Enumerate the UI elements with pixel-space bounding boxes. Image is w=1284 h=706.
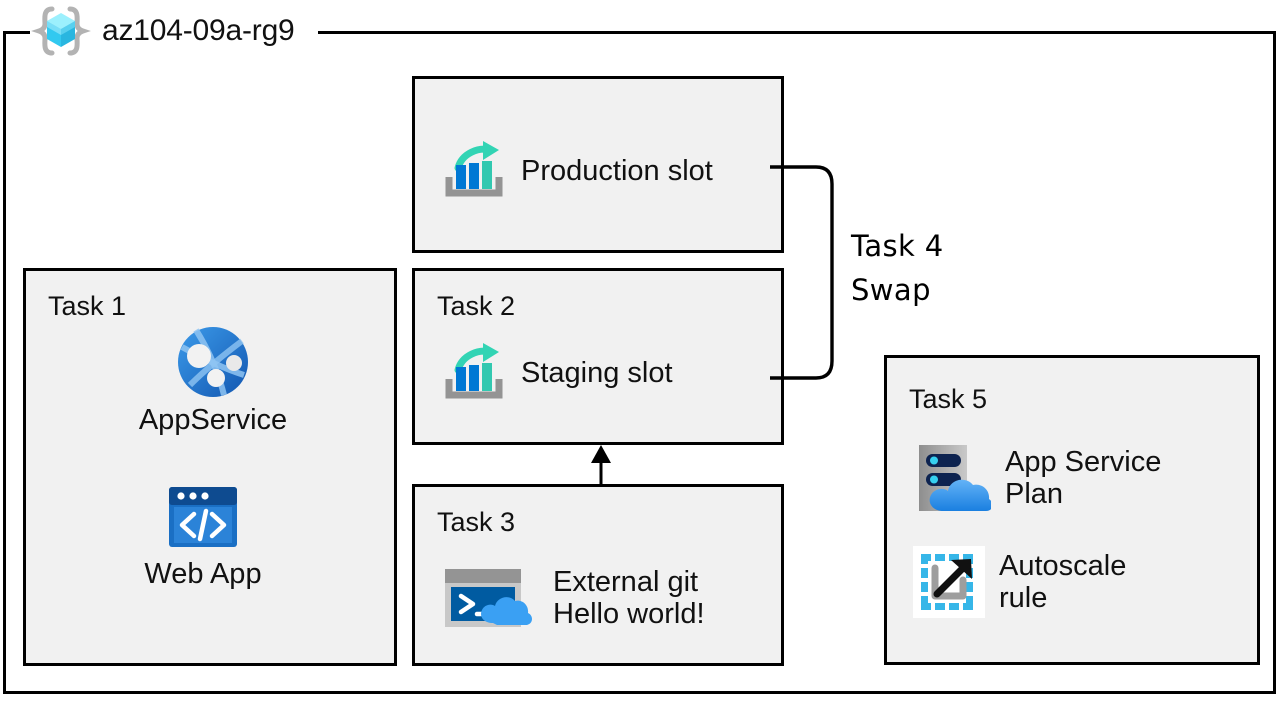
task2-label: Task 2 [437, 291, 516, 321]
task5-box[interactable]: Task 5 [884, 355, 1260, 665]
task1-label: Task 1 [48, 291, 127, 321]
production-slot-item: Production slot [445, 141, 713, 201]
autoscale-rule-item: Autoscale rule [913, 546, 1126, 618]
deployment-slot-icon [445, 343, 507, 403]
app-service-label: AppService [138, 404, 288, 436]
app-service-plan-item: App Service Plan [913, 440, 1161, 516]
task2-box[interactable]: Task 2 Staging slot [412, 268, 784, 445]
autoscale-rule-label: Autoscale rule [999, 549, 1127, 614]
task3-box[interactable]: Task 3 External git Hello world! [412, 484, 784, 666]
task3-label: Task 3 [437, 507, 516, 537]
deployment-slot-icon [445, 141, 507, 201]
web-app-item: Web App [103, 483, 303, 591]
task5-label: Task 5 [909, 384, 988, 414]
production-slot-box[interactable]: Production slot [412, 76, 784, 253]
swap-label: Task 4 Swap [851, 229, 944, 308]
cloud-shell-terminal-icon [441, 563, 539, 633]
external-git-label: External git Hello world! [553, 565, 705, 630]
resource-group-title-gap [30, 22, 318, 42]
external-git-item: External git Hello world! [441, 563, 705, 633]
task1-box[interactable]: Task 1 [23, 268, 397, 666]
staging-slot-label: Staging slot [521, 356, 673, 389]
app-service-globe-icon [174, 323, 252, 401]
resource-group-title: az104-09a-rg9 [102, 14, 295, 47]
autoscale-arrow-icon [913, 546, 985, 618]
app-service-plan-label: App Service Plan [1005, 445, 1162, 510]
app-service-item: AppService [113, 323, 313, 437]
staging-slot-item: Staging slot [445, 343, 673, 403]
production-slot-label: Production slot [521, 154, 713, 187]
web-app-label: Web App [144, 558, 262, 590]
web-app-browser-code-icon [163, 483, 243, 555]
resource-group-header: az104-09a-rg9 [30, 4, 295, 58]
app-service-plan-server-cloud-icon [913, 440, 991, 516]
resource-group-frame [3, 31, 1276, 694]
resource-group-cube-icon [30, 5, 92, 57]
